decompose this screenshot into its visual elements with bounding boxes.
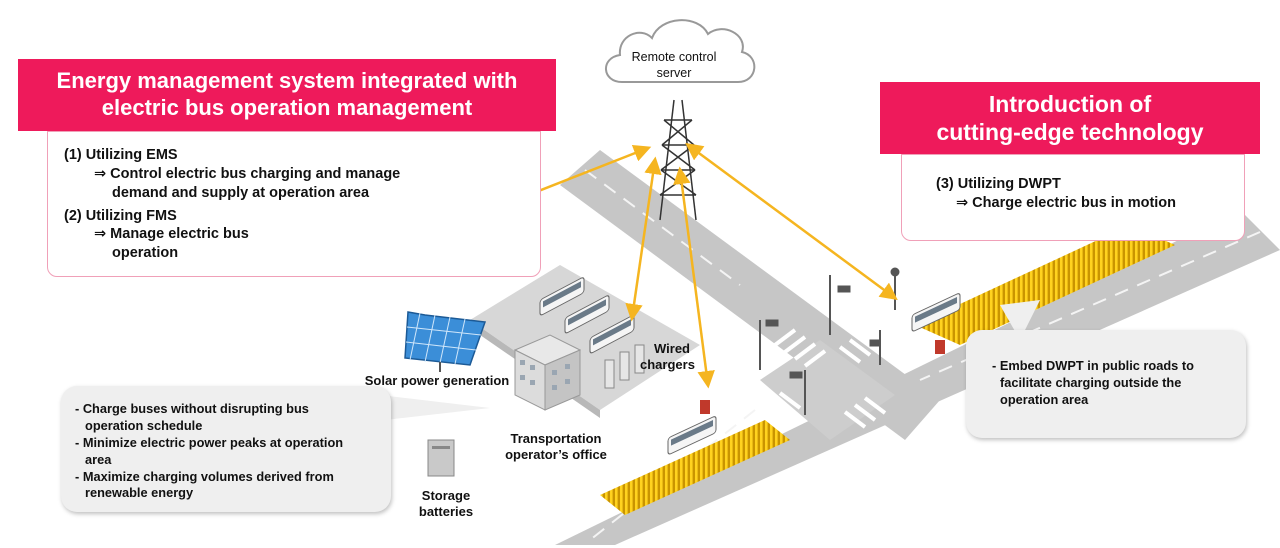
intersection bbox=[760, 340, 895, 440]
bubble-bullet-cont: area bbox=[85, 451, 112, 467]
bubble-bullet: - Maximize charging volumes derived from bbox=[75, 468, 334, 484]
dwpt-bubble-line: facilitate charging outside the bbox=[1000, 374, 1182, 390]
ems-panel: (1) Utilizing EMS ⇒ Control electric bus… bbox=[47, 131, 541, 277]
cloud-label: Remote control server bbox=[612, 50, 736, 81]
office-label: Transportation operator’s office bbox=[492, 431, 620, 464]
bubble-bullet-cont: renewable energy bbox=[85, 485, 194, 501]
dwpt-strip-left bbox=[600, 420, 790, 515]
dwpt-strip-right bbox=[915, 225, 1175, 345]
roadside-unit-icon bbox=[935, 340, 945, 354]
wired-chargers-label: Wired chargers bbox=[640, 341, 720, 374]
office-building-icon bbox=[513, 334, 582, 411]
wired-label-line1: Wired bbox=[654, 341, 690, 356]
dwpt-bubble-line: - Embed DWPT in public roads to bbox=[992, 358, 1194, 373]
ems-banner: Energy management system integrated with… bbox=[18, 59, 556, 131]
ems-banner-line1: Energy management system integrated with bbox=[56, 68, 518, 94]
storage-label-line1: Storage bbox=[421, 488, 471, 503]
dwpt-benefits-bubble: - Embed DWPT in public roads to facilita… bbox=[966, 330, 1246, 438]
fms-item-title: (2) Utilizing FMS bbox=[64, 207, 177, 224]
left-bubble-tail bbox=[380, 395, 490, 420]
ems-item-title: (1) Utilizing EMS bbox=[64, 147, 178, 163]
dwpt-banner-line2: cutting-edge technology bbox=[936, 119, 1204, 145]
cloud-label-line2: server bbox=[656, 65, 692, 80]
dwpt-banner: Introduction of cutting-edge technology bbox=[880, 82, 1260, 154]
bubble-bullet: - Minimize electric power peaks at opera… bbox=[75, 434, 344, 450]
ems-item-line: ⇒ Control electric bus charging and mana… bbox=[94, 165, 401, 182]
ems-item-line: demand and supply at operation area bbox=[112, 184, 370, 201]
dwpt-panel: (3) Utilizing DWPT ⇒ Charge electric bus… bbox=[901, 154, 1245, 241]
wired-label-line2: chargers bbox=[640, 357, 695, 373]
dwpt-item-line: ⇒ Charge electric bus in motion bbox=[956, 194, 1177, 211]
solar-panel-icon bbox=[404, 311, 487, 372]
fms-item-line: operation bbox=[112, 245, 179, 262]
cloud-label-line1: Remote control bbox=[631, 50, 717, 64]
roadside-unit-icon bbox=[700, 400, 710, 414]
storage-label-line2: batteries bbox=[418, 504, 474, 520]
ems-banner-line2: electric bus operation management bbox=[101, 95, 473, 120]
solar-label: Solar power generation bbox=[364, 373, 510, 388]
dwpt-item-title: (3) Utilizing DWPT bbox=[936, 176, 1061, 192]
office-label-line1: Transportation bbox=[510, 431, 602, 446]
fms-item-line: ⇒ Manage electric bus bbox=[94, 226, 249, 243]
operation-area-ground bbox=[470, 265, 700, 410]
office-label-line2: operator’s office bbox=[505, 447, 607, 463]
storage-label: Storage batteries bbox=[405, 488, 487, 521]
dwpt-bubble-line: operation area bbox=[1000, 391, 1089, 407]
operation-benefits-bubble: - Charge buses without disrupting bus op… bbox=[61, 386, 391, 512]
right-bubble-tail bbox=[1000, 300, 1040, 340]
storage-battery-icon bbox=[427, 439, 455, 477]
wired-charger-icon bbox=[604, 344, 645, 389]
cloud-icon bbox=[605, 19, 756, 83]
bubble-bullet-cont: operation schedule bbox=[85, 417, 203, 433]
bubble-bullet: - Charge buses without disrupting bus bbox=[75, 401, 309, 416]
bus-icon bbox=[539, 277, 961, 455]
dwpt-banner-line1: Introduction of bbox=[988, 90, 1152, 117]
